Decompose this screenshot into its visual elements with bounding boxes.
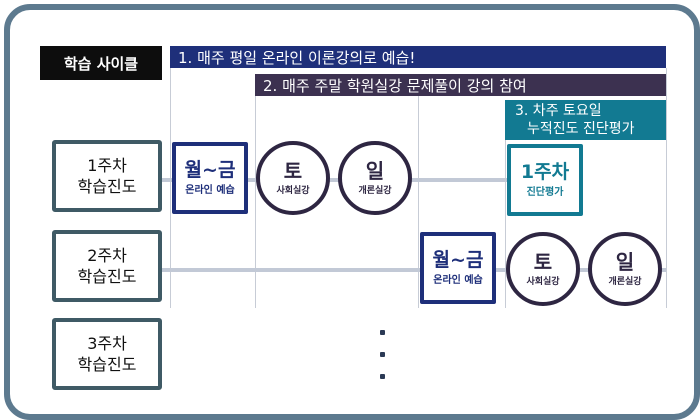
step-1-banner: 1. 매주 평일 온라인 이론강의로 예습! — [170, 46, 666, 68]
week-1-label: 1주차 — [87, 156, 127, 175]
week2-connector-line — [160, 268, 666, 272]
week-2-sublabel: 학습진도 — [77, 267, 137, 286]
step-3-line1: 3. 차주 토요일 — [515, 103, 602, 119]
guide-line-step3 — [505, 140, 506, 308]
week-1-saturday-circle: 토 사회실강 — [256, 141, 330, 215]
week-2-saturday-day: 토 — [533, 250, 553, 274]
week-1-box: 1주차 학습진도 — [52, 140, 162, 212]
week-2-label: 2주차 — [87, 246, 127, 265]
week-1-online-prep-box: 월~금 온라인 예습 — [172, 142, 248, 214]
diagram-frame: 학습 사이클 1. 매주 평일 온라인 이론강의로 예습! 2. 매주 주말 학… — [4, 4, 700, 420]
guide-line-step2 — [255, 96, 256, 308]
week-2-box: 2주차 학습진도 — [52, 230, 162, 302]
week-2-prep-days: 월~금 — [432, 249, 484, 271]
week-1-sunday-label: 개론실강 — [358, 186, 392, 196]
week-2-prep-label: 온라인 예습 — [433, 275, 483, 286]
week-1-sunday-day: 일 — [365, 159, 385, 183]
week-1-sunday-circle: 일 개론실강 — [338, 141, 412, 215]
week-1-sublabel: 학습진도 — [77, 177, 137, 196]
week-1-diagnosis-week: 1주차 — [520, 161, 570, 183]
week-1-diagnosis-box: 1주차 진단평가 — [507, 144, 583, 216]
week-1-diagnosis-label: 진단평가 — [526, 187, 564, 198]
week-1-saturday-day: 토 — [283, 159, 303, 183]
week-1-prep-label: 온라인 예습 — [185, 185, 235, 196]
ellipsis-dot-1 — [380, 330, 385, 335]
week-2-sunday-day: 일 — [615, 250, 635, 274]
guide-line-step1 — [170, 68, 171, 308]
week-2-online-prep-box: 월~금 온라인 예습 — [420, 232, 496, 304]
step-3-line2: 누적진도 진단평가 — [527, 121, 635, 137]
guide-line-week2-start — [418, 96, 419, 308]
step-3-banner: 3. 차주 토요일 누적진도 진단평가 — [505, 100, 666, 140]
week-2-saturday-label: 사회실강 — [526, 277, 560, 287]
week-1-prep-days: 월~금 — [184, 159, 236, 181]
step-2-banner: 2. 매주 주말 학원실강 문제풀이 강의 참여 — [255, 74, 666, 96]
week1-connector-line — [160, 178, 510, 182]
ellipsis-dot-3 — [380, 374, 385, 379]
week-2-sunday-circle: 일 개론실강 — [588, 232, 662, 306]
week-1-saturday-label: 사회실강 — [276, 186, 310, 196]
week-3-label: 3주차 — [87, 334, 127, 353]
week-2-sunday-label: 개론실강 — [608, 277, 642, 287]
week-2-saturday-circle: 토 사회실강 — [506, 232, 580, 306]
week-3-box: 3주차 학습진도 — [52, 318, 162, 390]
week-3-sublabel: 학습진도 — [77, 355, 137, 374]
ellipsis-dot-2 — [380, 352, 385, 357]
cycle-title: 학습 사이클 — [40, 46, 162, 80]
guide-line-end — [666, 68, 667, 308]
